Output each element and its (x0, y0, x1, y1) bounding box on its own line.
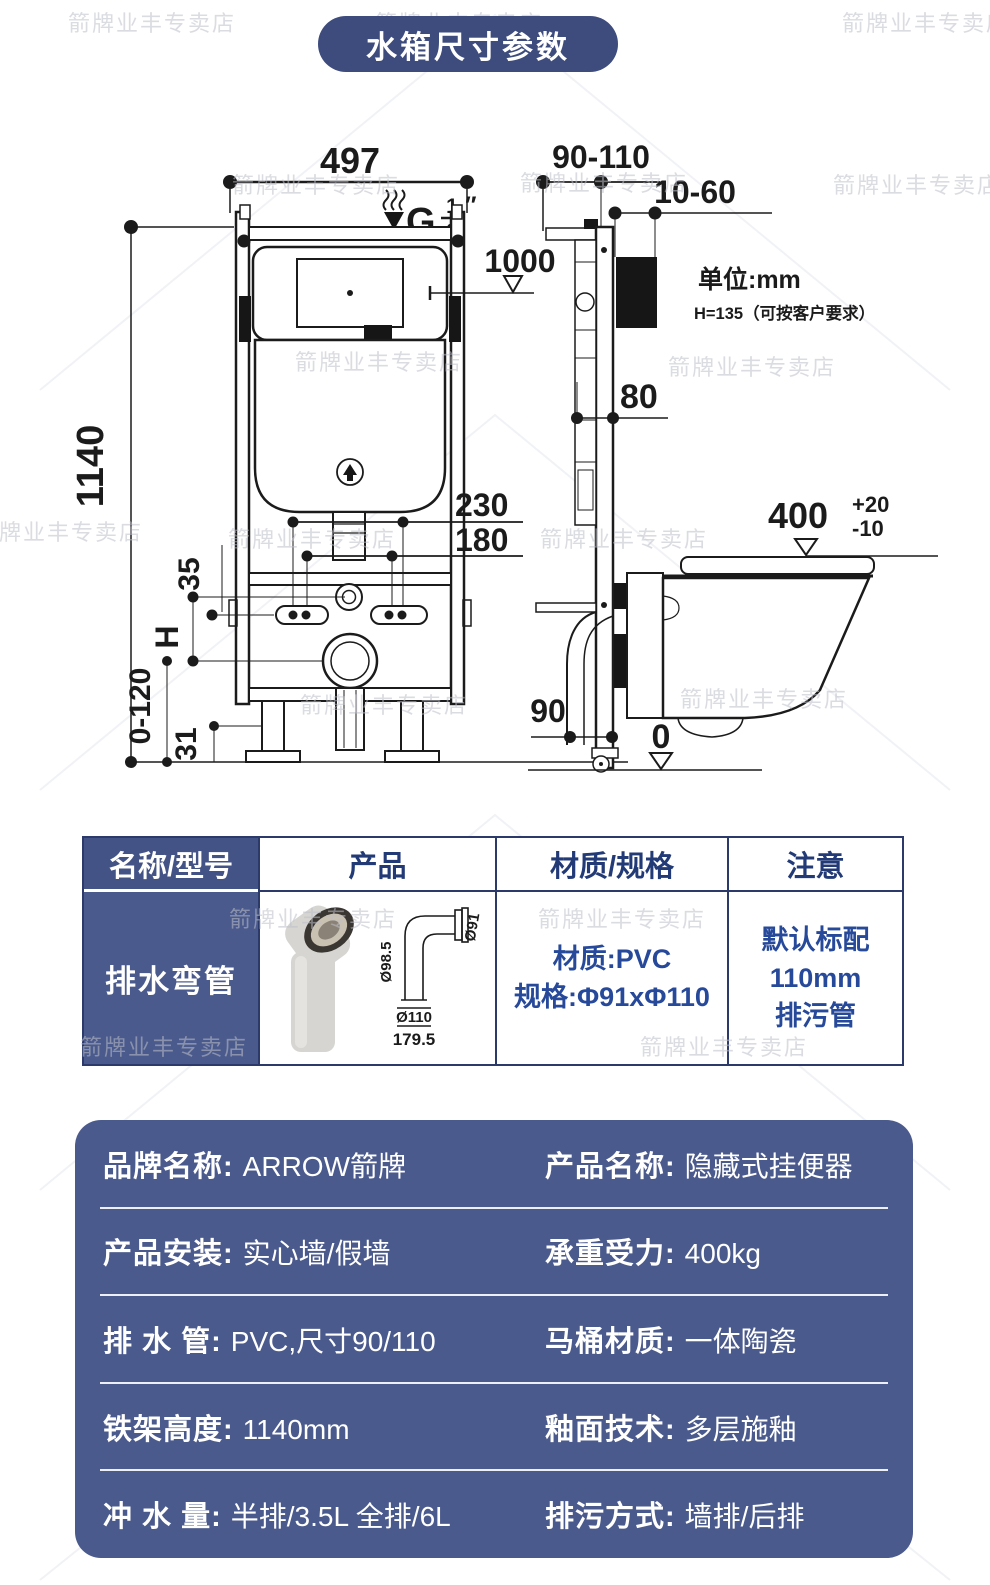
dim-90: 90 (530, 693, 566, 729)
dim-180: 180 (455, 522, 508, 558)
dim-497: 497 (320, 140, 380, 181)
dim-H: H (149, 625, 185, 648)
spec-value: ARROW箭牌 (242, 1150, 406, 1182)
spec-value: 半排/3.5L 全排/6L (230, 1501, 451, 1533)
dim-10-60: 10-60 (654, 174, 736, 210)
page-title-text: 水箱尺寸参数 (366, 29, 570, 65)
elbow-pipe-photo (284, 905, 354, 1052)
spec-label: 承重受力: (545, 1238, 676, 1271)
spec-label: 产品安装: (103, 1238, 234, 1271)
dim-90-110: 90-110 (552, 139, 650, 175)
table-header-material: 材质/规格 (495, 838, 727, 892)
product-spec-panel: 品牌名称:ARROW箭牌 产品名称:隐藏式挂便器 产品安装:实心墙/假墙 承重受… (75, 1120, 913, 1558)
h-note: H=135（可按客户要求） (694, 303, 875, 323)
side-view: 90-110 10-60 80 (528, 139, 772, 773)
dim-1140: 1140 (70, 425, 112, 507)
page-title: 水箱尺寸参数 (318, 16, 618, 72)
dim-g-inch: ″ (465, 192, 477, 219)
spec-label: 铁架高度: (103, 1413, 234, 1446)
spec-value: 实心墙/假墙 (242, 1238, 391, 1270)
spec-row: 冲 水 量:半排/3.5L 全排/6L 排污方式:墙排/后排 (75, 1469, 913, 1558)
table-header-note: 注意 (727, 838, 902, 892)
dim-0: 0 (652, 718, 671, 756)
spec-value: 400kg (684, 1238, 761, 1270)
dim-31: 31 (170, 727, 203, 760)
dim-230: 230 (455, 487, 508, 523)
table-header-product: 产品 (258, 838, 495, 892)
dimension-diagram: 497 1140 G 1 2 ″ (70, 139, 938, 773)
dim-80: 80 (620, 378, 658, 416)
front-view: 497 1140 G 1 2 ″ (70, 140, 628, 768)
part-product-cell: Ø98.5 Ø91 Ø110 179.5 (258, 892, 495, 1064)
spec-label: 品牌名称: (103, 1150, 234, 1183)
pipe-dia-top: Ø98.5 (378, 942, 395, 983)
dim-1000: 1000 (484, 243, 555, 279)
dim-400-minus: -10 (852, 516, 884, 541)
part-name-cell: 排水弯管 (84, 892, 258, 1064)
spec-value: 1140mm (242, 1413, 350, 1445)
spec-label: 马桶材质: (545, 1325, 676, 1358)
spec-value: 墙排/后排 (684, 1501, 805, 1533)
pipe-dia-bottom: Ø110 (396, 1009, 432, 1026)
pipe-dia-side: Ø91 (461, 912, 483, 943)
spec-value: PVC,尺寸90/110 (230, 1325, 436, 1357)
spec-value: 隐藏式挂便器 (684, 1150, 853, 1182)
toilet-side-view: 400 +20 -10 (661, 492, 938, 738)
dim-0-120: 0-120 (124, 668, 157, 745)
spec-row: 铁架高度:1140mm 釉面技术:多层施釉 (75, 1381, 913, 1471)
spec-value: 一体陶瓷 (684, 1325, 797, 1357)
dim-400: 400 (768, 495, 828, 536)
spec-label: 冲 水 量: (103, 1501, 222, 1534)
pipe-length: 179.5 (392, 1030, 435, 1049)
spec-label: 釉面技术: (545, 1413, 676, 1446)
table-header-name: 名称/型号 (84, 838, 258, 892)
elbow-pipe-diagram: Ø98.5 Ø91 Ø110 179.5 (378, 907, 483, 1049)
spec-row: 产品安装:实心墙/假墙 承重受力:400kg (75, 1206, 913, 1296)
dim-35: 35 (173, 557, 206, 590)
spec-row: 品牌名称:ARROW箭牌 产品名称:隐藏式挂便器 (75, 1120, 913, 1208)
unit-note: 单位:mm (698, 265, 801, 294)
spec-value: 多层施釉 (684, 1413, 797, 1445)
spec-label: 排污方式: (545, 1501, 676, 1534)
spec-label: 排 水 管: (103, 1325, 222, 1358)
parts-table: 名称/型号 产品 材质/规格 注意 排水弯管 (82, 836, 904, 1066)
spec-row: 排 水 管:PVC,尺寸90/110 马桶材质:一体陶瓷 (75, 1294, 913, 1383)
spec-label: 产品名称: (545, 1150, 676, 1183)
part-note-cell: 默认标配 110mm 排污管 (727, 892, 902, 1064)
part-material-cell: 材质:PVC 规格:Φ91xΦ110 (495, 892, 727, 1064)
dim-400-plus: +20 (852, 492, 889, 517)
